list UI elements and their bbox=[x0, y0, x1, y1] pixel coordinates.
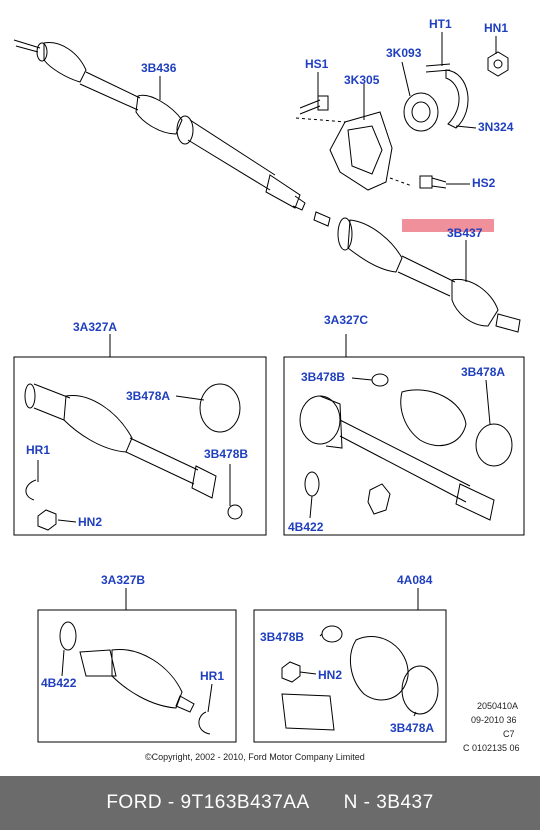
ring-4b422-c bbox=[304, 471, 320, 497]
exploded-parts-diagram bbox=[13, 32, 525, 743]
label-3n324: 3N324 bbox=[478, 120, 514, 134]
label-4b422-c: 4B422 bbox=[288, 520, 324, 534]
label-hr1-b: HR1 bbox=[200, 669, 225, 683]
bearing-3k093 bbox=[403, 92, 439, 132]
ring-3b478b-a bbox=[227, 504, 243, 520]
box-4a084 bbox=[253, 609, 447, 743]
ring-4b422-b bbox=[59, 621, 77, 651]
ring-3b478b-d bbox=[321, 625, 343, 643]
highlight-marker bbox=[402, 219, 494, 232]
nut-hn2-a bbox=[37, 509, 57, 531]
drive-shaft-3b437 bbox=[313, 211, 521, 333]
footer-bar: FORD - 9T163B437AA N - 3B437 bbox=[0, 776, 540, 830]
label-3a327a: 3A327A bbox=[73, 320, 118, 334]
label-3k305: 3K305 bbox=[344, 73, 380, 87]
info-line-4: C 0102135 06 bbox=[463, 743, 520, 753]
leader-lines bbox=[37, 32, 497, 717]
footer-part-number: FORD - 9T163B437AA bbox=[106, 792, 310, 813]
nut-hn2-d bbox=[281, 661, 301, 683]
info-line-1: 2050410A bbox=[477, 701, 519, 711]
label-3b436: 3B436 bbox=[141, 61, 177, 75]
joint-3a327b bbox=[79, 649, 195, 713]
ring-3b478a-c bbox=[475, 423, 513, 467]
box-3a327b bbox=[37, 609, 237, 743]
label-3b437: 3B437 bbox=[447, 226, 483, 240]
boot-3b478a-c bbox=[400, 389, 467, 447]
label-4a084: 4A084 bbox=[397, 573, 433, 587]
label-3b478b-a: 3B478B bbox=[204, 447, 249, 461]
label-3b478a-c: 3B478A bbox=[461, 365, 506, 379]
label-hn2-a: HN2 bbox=[78, 515, 103, 529]
label-hs1: HS1 bbox=[305, 57, 329, 71]
label-hn1: HN1 bbox=[484, 21, 509, 35]
ring-3b478a-d bbox=[401, 665, 439, 715]
info-line-3: C7 bbox=[503, 729, 515, 739]
label-3a327c: 3A327C bbox=[324, 313, 369, 327]
label-ht1: HT1 bbox=[429, 17, 452, 31]
boot-4a084 bbox=[349, 635, 409, 701]
clamp-3n324 bbox=[445, 69, 469, 129]
label-3b478b-c: 3B478B bbox=[301, 370, 346, 384]
footer-reference: N - 3B437 bbox=[343, 792, 434, 813]
label-4b422-b: 4B422 bbox=[41, 676, 77, 690]
drive-shaft-3b436 bbox=[13, 39, 306, 211]
label-3b478a-d: 3B478A bbox=[390, 721, 435, 735]
info-line-2: 09-2010 36 bbox=[471, 715, 517, 725]
label-3a327b: 3A327B bbox=[101, 573, 146, 587]
nut-hn1 bbox=[487, 51, 509, 77]
ring-3b478a-a bbox=[199, 383, 241, 433]
bolt-hs2 bbox=[419, 175, 447, 189]
label-3b478b-d: 3B478B bbox=[260, 630, 305, 644]
grease-pack bbox=[281, 693, 335, 731]
circlip-hr1-b bbox=[198, 711, 211, 735]
box-3a327a bbox=[13, 356, 267, 536]
box-3a327c bbox=[283, 356, 525, 536]
ring-3b478b-c bbox=[371, 373, 389, 387]
circlip-hr1-a bbox=[25, 479, 37, 501]
plug-c bbox=[367, 483, 391, 515]
label-3b478a-a: 3B478A bbox=[126, 389, 171, 403]
joint-3a327c bbox=[299, 395, 495, 521]
stud-ht1 bbox=[425, 63, 451, 73]
label-3k093: 3K093 bbox=[386, 46, 422, 60]
label-hs2: HS2 bbox=[472, 176, 496, 190]
copyright-text: ©Copyright, 2002 - 2010, Ford Motor Comp… bbox=[145, 752, 365, 762]
label-hr1-a: HR1 bbox=[26, 443, 51, 457]
joint-3a327a bbox=[24, 383, 217, 499]
label-hn2-d: HN2 bbox=[318, 668, 343, 682]
bracket-3k305 bbox=[295, 111, 413, 191]
bolt-hs1 bbox=[299, 95, 329, 115]
